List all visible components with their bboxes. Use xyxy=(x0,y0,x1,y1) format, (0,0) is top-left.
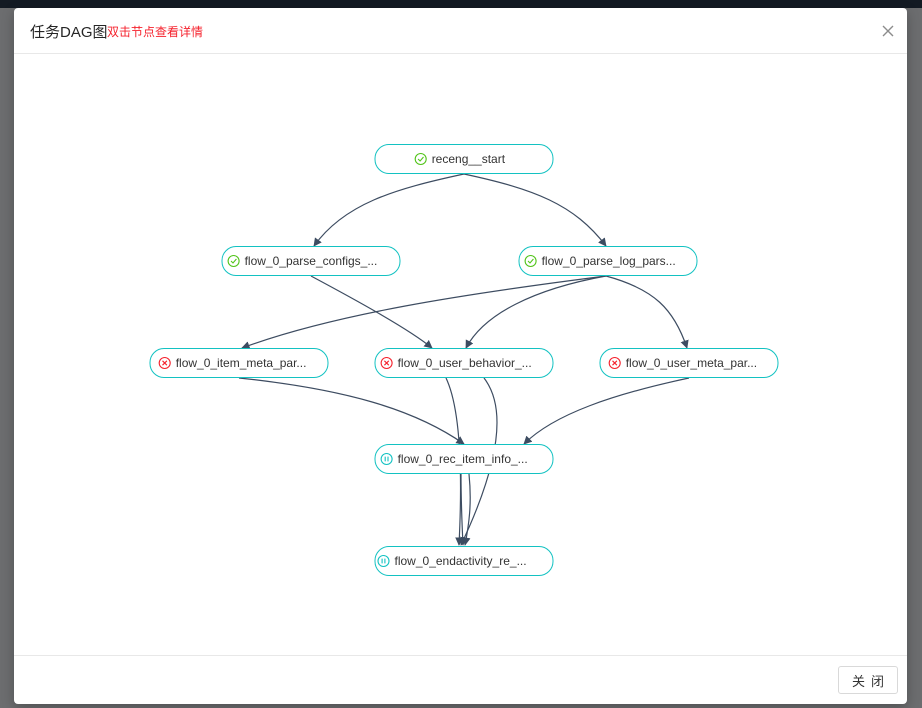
dag-edge-n0-n1 xyxy=(313,173,465,247)
dag-node-label: flow_0_user_behavior_... xyxy=(398,356,532,370)
dag-node-n4[interactable]: flow_0_user_behavior_... xyxy=(374,348,554,378)
dag-node-label: flow_0_item_meta_par... xyxy=(176,356,307,370)
dag-node-n3[interactable]: flow_0_item_meta_par... xyxy=(149,348,329,378)
dag-edge-n6-n7 xyxy=(458,473,467,546)
dag-node-box[interactable] xyxy=(374,144,554,174)
dag-node-label: receng__start xyxy=(432,152,506,166)
dag-edge-n2-n5 xyxy=(605,275,689,349)
dag-edge-n3-n6 xyxy=(238,377,465,445)
dag-node-label: flow_0_parse_configs_... xyxy=(245,254,378,268)
check-circle-icon xyxy=(227,254,240,268)
dag-node-box[interactable] xyxy=(599,348,779,378)
dag-node-box[interactable] xyxy=(374,348,554,378)
dag-node-n0[interactable]: receng__start xyxy=(374,144,554,174)
close-icon[interactable] xyxy=(878,21,898,41)
check-circle-icon xyxy=(414,152,427,166)
dag-node-n7[interactable]: flow_0_endactivity_re_... xyxy=(374,546,554,576)
dag-edge-n4-n7 xyxy=(460,377,498,546)
pause-circle-icon xyxy=(377,554,390,568)
dag-edge-n5-n6 xyxy=(523,377,690,445)
dag-node-n2[interactable]: flow_0_parse_log_pars... xyxy=(518,246,698,276)
close-circle-icon xyxy=(608,356,621,370)
dag-node-box[interactable] xyxy=(374,444,554,474)
modal-hint: 双击节点查看详情 xyxy=(107,25,204,39)
dag-edge-n0-n2 xyxy=(463,173,607,247)
modal-header: 任务DAG图 双击节点查看详情 xyxy=(14,8,907,54)
check-circle-icon xyxy=(524,254,537,268)
dag-node-box[interactable] xyxy=(149,348,329,378)
close-circle-icon xyxy=(380,356,393,370)
pause-circle-icon xyxy=(380,452,393,466)
dag-node-label: flow_0_endactivity_re_... xyxy=(395,554,527,568)
dag-node-n6[interactable]: flow_0_rec_item_info_... xyxy=(374,444,554,474)
dag-edge-n2-n4 xyxy=(465,275,607,349)
modal-title: 任务DAG图 xyxy=(30,24,108,41)
dag-edge-n6-n7 xyxy=(462,473,471,546)
close-circle-icon xyxy=(158,356,171,370)
dag-graph: receng__startflow_0_parse_configs_...flo… xyxy=(149,144,779,576)
dag-node-label: flow_0_parse_log_pars... xyxy=(542,254,676,268)
dag-edge-n1-n6 xyxy=(310,275,433,349)
dag-node-box[interactable] xyxy=(374,546,554,576)
dag-node-n5[interactable]: flow_0_user_meta_par... xyxy=(599,348,779,378)
dag-node-label: flow_0_rec_item_info_... xyxy=(398,452,528,466)
dag-node-n1[interactable]: flow_0_parse_configs_... xyxy=(221,246,401,276)
modal-footer: 关闭 xyxy=(14,655,907,704)
dag-modal: 任务DAG图 双击节点查看详情 receng__start flow_0_pars… xyxy=(14,8,907,704)
dag-node-label: flow_0_user_meta_par... xyxy=(626,356,757,370)
close-button[interactable]: 关闭 xyxy=(838,666,898,694)
dag-node-box[interactable] xyxy=(518,246,698,276)
dag-node-box[interactable] xyxy=(221,246,401,276)
dag-edge-n4-n7 xyxy=(445,377,464,546)
dag-edge-n2-n3 xyxy=(241,275,607,350)
